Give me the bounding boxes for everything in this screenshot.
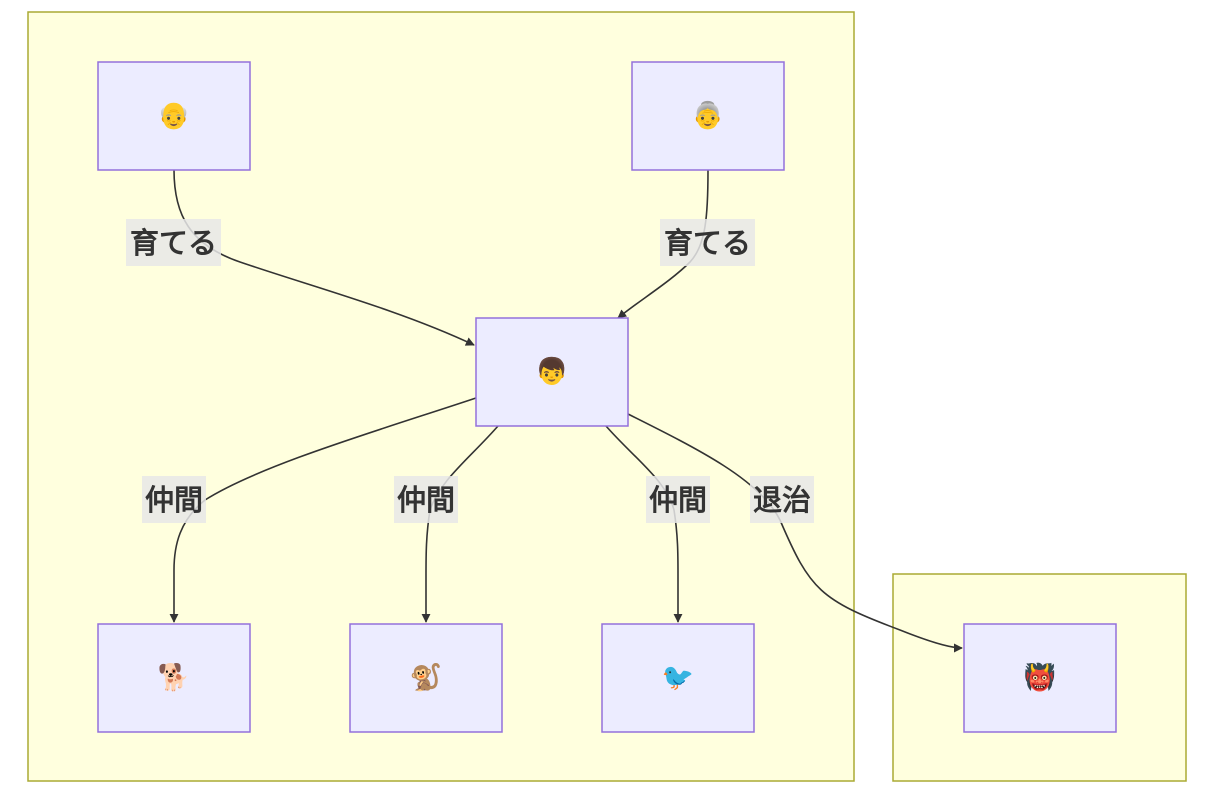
old-man-icon: 👴 [158, 101, 190, 131]
edge-momotaro-dog [169, 397, 477, 623]
node-dog[interactable]: 🐕 [97, 623, 251, 733]
node-momotaro[interactable]: 👦 [475, 317, 629, 427]
edge-label-text: 育てる [664, 226, 751, 260]
bird-icon: 🐦 [662, 663, 694, 693]
ogre-icon: 👹 [1024, 661, 1056, 693]
old-woman-icon: 👵 [692, 100, 724, 131]
monkey-icon: 🐒 [410, 662, 442, 693]
edge-label-momotaro-monkey: 仲間 [394, 476, 458, 523]
edge-grandpa-momotaro [173, 169, 475, 346]
edge-label-text: 仲間 [649, 483, 707, 517]
node-grandpa[interactable]: 👴 [97, 61, 251, 171]
edge-label-text: 育てる [130, 226, 217, 260]
edge-label-grandpa-momotaro: 育てる [126, 219, 221, 266]
edge-label-text: 退治 [753, 483, 811, 517]
edge-label-momotaro-dog: 仲間 [142, 476, 206, 523]
node-monkey[interactable]: 🐒 [349, 623, 503, 733]
edge-label-text: 仲間 [145, 483, 203, 517]
node-pheasant[interactable]: 🐦 [601, 623, 755, 733]
boy-icon: 👦 [536, 356, 568, 387]
node-oni[interactable]: 👹 [963, 623, 1117, 733]
edge-label-text: 仲間 [397, 483, 455, 517]
node-grandma[interactable]: 👵 [631, 61, 785, 171]
dog-icon: 🐕 [158, 662, 190, 693]
edge-label-momotaro-pheasant: 仲間 [646, 476, 710, 523]
edge-label-grandma-momotaro: 育てる [660, 219, 755, 266]
edge-label-momotaro-oni: 退治 [750, 476, 814, 523]
edge-momotaro-oni [627, 413, 963, 653]
